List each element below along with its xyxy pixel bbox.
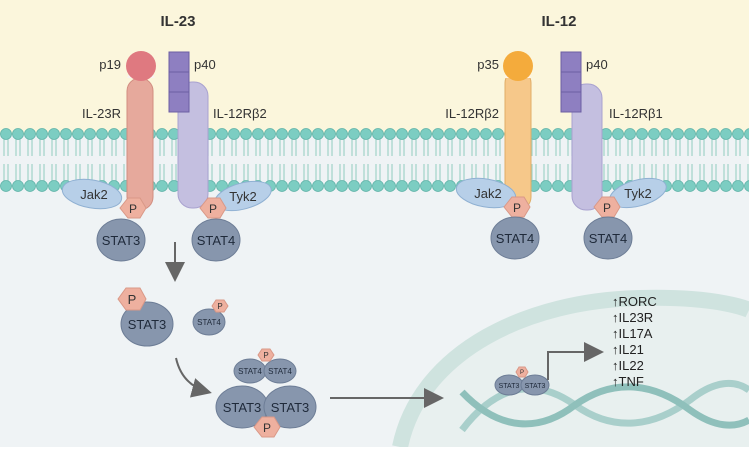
target-gene: ↑IL22 bbox=[612, 358, 644, 373]
arrow-dimerization bbox=[175, 357, 212, 398]
il12rb1-chain bbox=[571, 83, 603, 211]
dna-stat3-b bbox=[520, 374, 550, 396]
p19-subunit bbox=[126, 51, 156, 81]
target-gene: ↑IL23R bbox=[612, 310, 653, 325]
p35-label: p35 bbox=[477, 57, 499, 72]
tyk2-right-label: Tyk2 bbox=[624, 186, 651, 201]
p40-label-right: p40 bbox=[586, 57, 608, 72]
stat3-docked bbox=[96, 218, 146, 262]
arrow-transcription bbox=[547, 342, 604, 380]
p40-subunit-left bbox=[168, 51, 190, 113]
nuclear-envelope bbox=[392, 289, 749, 449]
target-gene-list: ↑RORC ↑IL23R ↑IL17A ↑IL21 ↑IL22 ↑TNF bbox=[612, 294, 657, 389]
phospho-stat4-free-label: P bbox=[217, 302, 222, 311]
target-gene: ↑IL21 bbox=[612, 342, 644, 357]
stat4-docked-right-a bbox=[490, 216, 540, 260]
stat3-free bbox=[120, 301, 174, 347]
dimer-stat4-a-label: STAT4 bbox=[238, 367, 262, 376]
dna-stat3-b-label: STAT3 bbox=[525, 383, 546, 390]
target-gene: ↑IL17A bbox=[612, 326, 653, 341]
phospho-dimer-stat4-label: P bbox=[263, 351, 268, 360]
il12-title: IL-12 bbox=[541, 13, 576, 30]
target-gene: ↑TNF bbox=[612, 374, 644, 389]
extracellular-space bbox=[0, 0, 749, 135]
il12rb2-label-left: IL-12Rβ2 bbox=[213, 106, 267, 121]
target-gene: ↑RORC bbox=[612, 294, 657, 309]
phospho-dimer-stat4 bbox=[257, 348, 275, 362]
stat3-docked-label: STAT3 bbox=[102, 233, 141, 248]
dimer-stat3-a-label: STAT3 bbox=[223, 400, 262, 415]
p35-subunit bbox=[503, 51, 533, 81]
il23-title: IL-23 bbox=[160, 13, 195, 30]
jak2-right-label: Jak2 bbox=[474, 186, 501, 201]
dimer-stat4-b-label: STAT4 bbox=[268, 367, 292, 376]
dna-stat3-a-label: STAT3 bbox=[499, 383, 520, 390]
phospho-il23r-label: P bbox=[129, 202, 137, 216]
phospho-il12rb2-right-label: P bbox=[513, 201, 521, 215]
phospho-stat3-free-label: P bbox=[128, 292, 137, 307]
stat4-docked-right-a-label: STAT4 bbox=[496, 231, 535, 246]
phospho-il12rb1-label: P bbox=[603, 201, 611, 215]
p40-subunit-right bbox=[560, 51, 582, 113]
dimer-stat3-b-label: STAT3 bbox=[271, 400, 310, 415]
stat4-free-label: STAT4 bbox=[197, 318, 221, 327]
tyk2-left-label: Tyk2 bbox=[229, 189, 256, 204]
phospho-il12rb2-left bbox=[199, 197, 227, 219]
cell-membrane bbox=[0, 128, 749, 192]
stat4-docked-right-b-label: STAT4 bbox=[589, 231, 628, 246]
stat3-free-label: STAT3 bbox=[128, 317, 167, 332]
phospho-stat3-free bbox=[117, 287, 147, 311]
phospho-il23r bbox=[119, 197, 147, 219]
stat4-free bbox=[192, 308, 226, 336]
jak2-left-label: Jak2 bbox=[80, 187, 107, 202]
il12rb1-label: IL-12Rβ1 bbox=[609, 106, 663, 121]
il12rb2-chain-left bbox=[177, 81, 209, 209]
phospho-il12rb1 bbox=[593, 196, 621, 218]
stat4-docked-right-b bbox=[583, 216, 633, 260]
phospho-dna-stat3 bbox=[515, 366, 529, 378]
il23r-chain bbox=[126, 77, 154, 211]
phospho-il12rb2-left-label: P bbox=[209, 202, 217, 216]
dimer-stat4-b bbox=[263, 358, 297, 384]
il23r-label: IL-23R bbox=[82, 106, 121, 121]
il12rb2-label-right: IL-12Rβ2 bbox=[445, 106, 499, 121]
p19-label: p19 bbox=[99, 57, 121, 72]
stat4-docked-left-label: STAT4 bbox=[197, 233, 236, 248]
phospho-dimer-stat3 bbox=[253, 416, 281, 438]
jak2-left bbox=[61, 178, 123, 210]
p40-label-left: p40 bbox=[194, 57, 216, 72]
phospho-dimer-stat3-label: P bbox=[263, 421, 271, 435]
stat4-docked-left bbox=[191, 218, 241, 262]
phospho-dna-stat3-label: P bbox=[520, 370, 524, 376]
phospho-stat4-free bbox=[211, 299, 229, 313]
dimer-stat3-b bbox=[263, 385, 317, 429]
